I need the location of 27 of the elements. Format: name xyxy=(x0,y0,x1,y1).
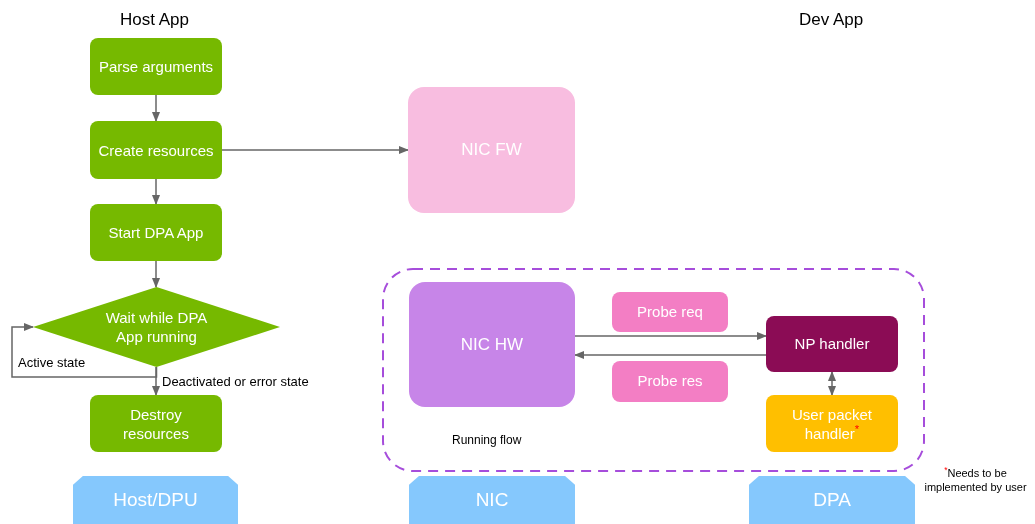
arrow xyxy=(151,366,161,397)
hardware-box: NIC HW xyxy=(409,282,575,407)
column-heading: Host App xyxy=(120,9,189,31)
region-label: Running flow xyxy=(452,432,522,449)
process-box: Destroy resources xyxy=(90,395,222,452)
firmware-box: NIC FW xyxy=(408,87,575,213)
footnote: $^{*}$Needs to be implemented by user xyxy=(923,466,1028,494)
section-tab: NIC xyxy=(409,476,575,524)
arrow xyxy=(151,94,161,123)
column-heading: Dev App xyxy=(799,9,864,31)
arrow xyxy=(574,331,768,341)
arrow xyxy=(151,178,161,206)
handler-box: NP handler xyxy=(766,316,898,372)
process-box: Parse arguments xyxy=(90,38,222,95)
section-tab: Host/DPU xyxy=(73,476,238,524)
arrow xyxy=(151,260,161,289)
arrow xyxy=(11,322,158,378)
decision-text: Wait while DPA App running xyxy=(104,308,209,346)
message-box: Probe res xyxy=(612,361,728,402)
arrow xyxy=(827,370,837,397)
process-box: Start DPA App xyxy=(90,204,222,261)
arrow xyxy=(221,145,410,155)
arrow xyxy=(573,350,767,360)
section-tab: DPA xyxy=(749,476,915,524)
process-box: Create resources xyxy=(90,121,222,179)
handler-box: User packet handler$^{*}$ xyxy=(766,395,898,452)
message-box: Probe req xyxy=(612,292,728,332)
